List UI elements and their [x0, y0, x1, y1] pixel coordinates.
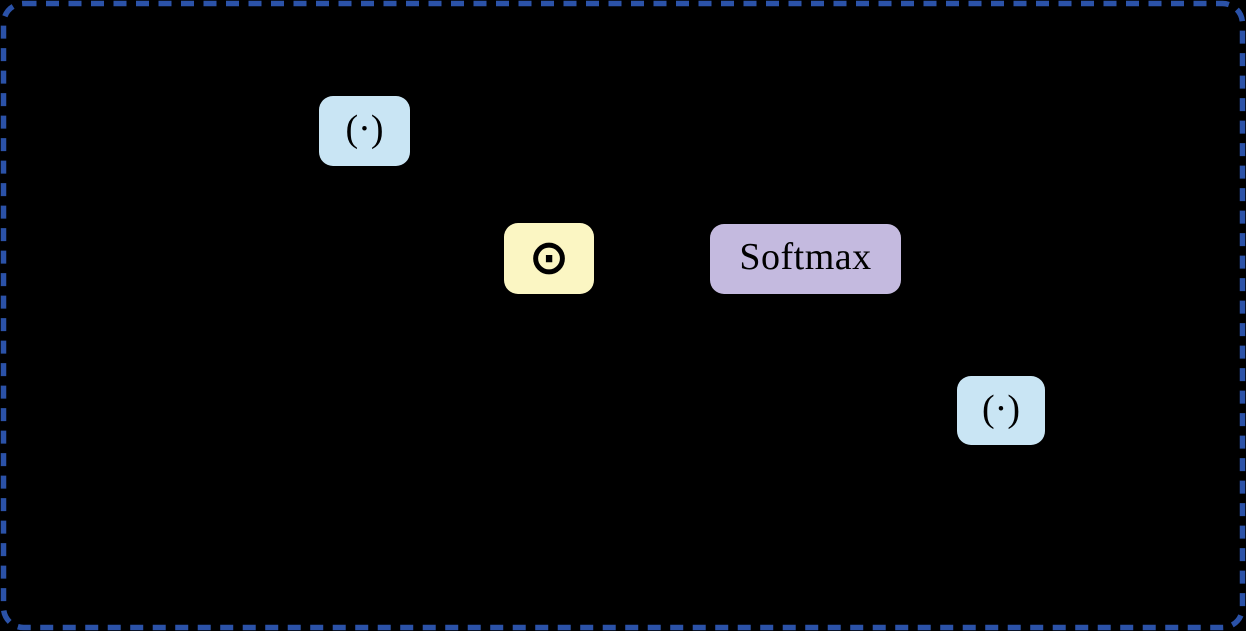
softmax-node: Softmax	[710, 224, 901, 294]
gate-node-left: (·)	[319, 96, 410, 166]
gate-node-right: (·)	[957, 376, 1045, 445]
gate-left-symbol: (·)	[345, 108, 384, 150]
gate-right-symbol: (·)	[982, 387, 1020, 430]
elementwise-product-node: ⊙	[504, 223, 594, 294]
softmax-label: Softmax	[739, 236, 872, 278]
odot-icon: ⊙	[529, 229, 569, 284]
